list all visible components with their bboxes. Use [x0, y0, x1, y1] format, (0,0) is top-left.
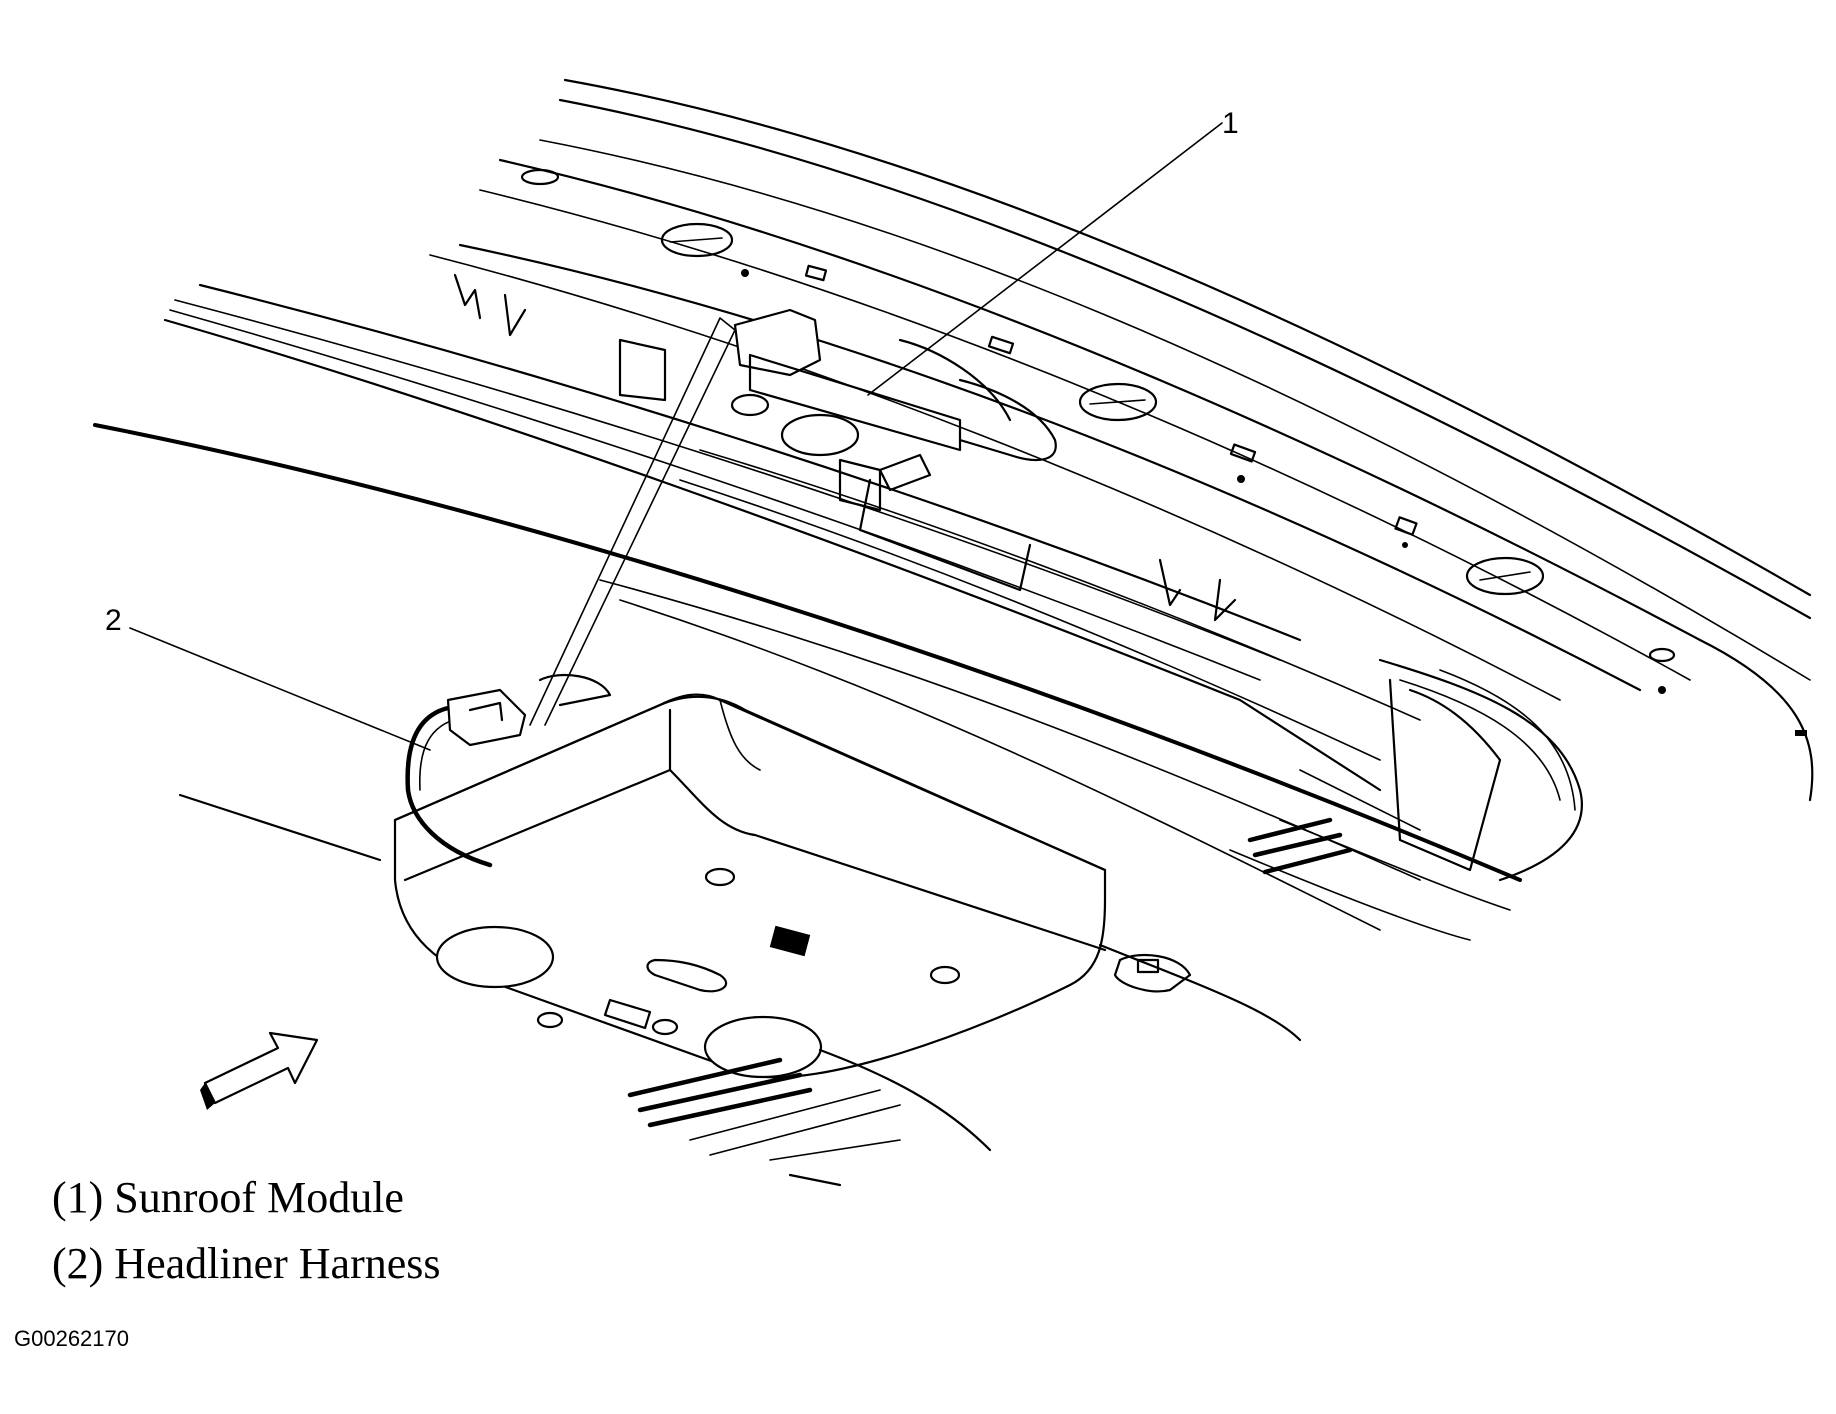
windshield-header	[178, 793, 1302, 1187]
sunroof-module	[730, 308, 1057, 592]
harness-routing-line	[529, 317, 736, 726]
retainer-clips	[453, 273, 1237, 622]
figure-id: G00262170	[14, 1326, 129, 1351]
overhead-console	[393, 693, 1107, 1079]
roof-panel-edges	[429, 78, 1814, 802]
roof-bow-rails	[163, 283, 1583, 941]
callout-2-leader	[129, 627, 431, 751]
panel-holes	[520, 168, 1807, 736]
legend-item-headliner-harness: (2) Headliner Harness	[52, 1239, 441, 1288]
forward-arrow-icon	[200, 1031, 319, 1110]
legend-item-sunroof-module: (1) Sunroof Module	[52, 1173, 404, 1222]
legend: (1) Sunroof Module (2) Headliner Harness	[52, 1165, 441, 1297]
callout-1-number: 1	[1222, 107, 1239, 140]
headliner-harness	[405, 673, 612, 868]
rear-bracket	[1113, 678, 1502, 993]
callout-1-leader	[867, 122, 1223, 396]
callout-2-number: 2	[105, 604, 122, 637]
headliner-edge	[93, 423, 1522, 931]
